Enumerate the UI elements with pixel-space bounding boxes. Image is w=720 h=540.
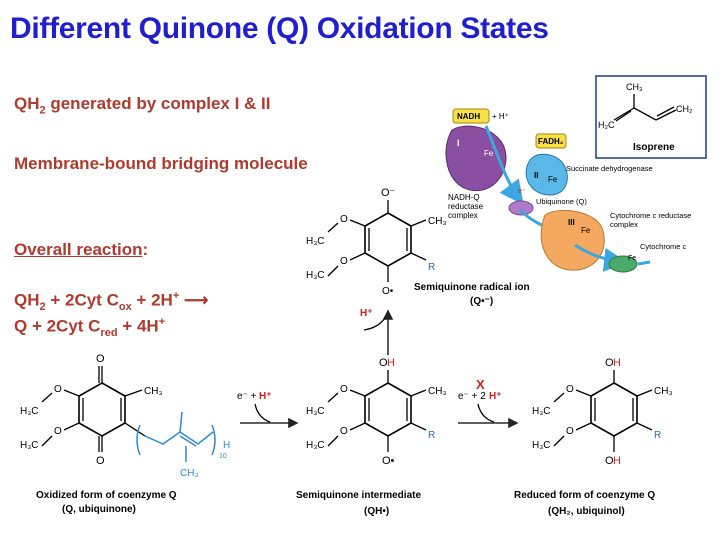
step-arrow-1: e⁻ + H⁺ (237, 391, 299, 429)
up-arrow: H⁺ (360, 308, 394, 355)
oxidized-q-structure: O O O H₃C O H₃C CH₃ CH₃ H 10 Oxidized fo… (20, 353, 230, 515)
svg-text:e⁻ + 2: e⁻ + 2 (458, 391, 486, 402)
svg-text:(QH•): (QH•) (364, 506, 389, 517)
svg-text:(QH₂, ubiquinol): (QH₂, ubiquinol) (548, 506, 625, 517)
svg-text:Fe: Fe (628, 255, 636, 262)
svg-text:complex: complex (448, 211, 478, 220)
overall-reaction-heading: Overall reaction: (14, 240, 149, 259)
cytochrome-c-shape (608, 255, 638, 273)
svg-text:Succinate dehydrogenase: Succinate dehydrogenase (566, 164, 653, 173)
svg-text:H₃C: H₃C (20, 440, 39, 451)
svg-text:O: O (96, 455, 105, 467)
svg-text:CH₃: CH₃ (428, 216, 447, 227)
svg-text:O: O (54, 384, 62, 395)
svg-text:H₃C: H₃C (306, 236, 325, 247)
svg-text:O•: O• (382, 455, 395, 467)
svg-text:H₃C: H₃C (532, 406, 551, 417)
svg-text:NADH: NADH (457, 112, 480, 121)
svg-text:H: H (613, 357, 621, 369)
complex-i-shape (445, 125, 507, 192)
semiquinone-structure: O H O• O H₃C O H₃C CH₃ R Semiquinone int… (296, 357, 447, 517)
svg-text:O: O (96, 353, 105, 365)
svg-text:R: R (428, 430, 435, 441)
svg-text:H⁺: H⁺ (489, 391, 502, 402)
svg-text:Fe: Fe (484, 149, 494, 158)
svg-text:O: O (340, 426, 348, 437)
svg-text:O: O (566, 426, 574, 437)
reaction-line-1: QH2 + 2Cyt Cox + 2H+ ⟶ (14, 290, 209, 314)
svg-text:NADH-Q: NADH-Q (448, 193, 480, 202)
svg-text:H₃C: H₃C (20, 406, 39, 417)
fadh2-badge (535, 133, 567, 149)
page-title: Different Quinone (Q) Oxidation States (10, 12, 549, 45)
svg-text:H₃C: H₃C (306, 406, 325, 417)
svg-text:H₃C: H₃C (532, 440, 551, 451)
svg-text:O: O (566, 384, 574, 395)
svg-text:H₃C: H₃C (306, 270, 325, 281)
svg-text:Fe: Fe (581, 226, 591, 235)
isoprene-box: CH₃ H₂C CH₂ Isoprene (595, 75, 707, 159)
nadh-badge (452, 108, 490, 124)
svg-text:O: O (605, 357, 614, 369)
svg-text:Fe: Fe (548, 175, 558, 184)
svg-text:O: O (379, 357, 388, 369)
electron-transport-diagram: NADH + H⁺ I Fe NADH-Q reductase complex … (445, 108, 691, 273)
reaction-line-2: Q + 2Cyt Cred + 4H+ (14, 316, 166, 340)
svg-text:CH₂: CH₂ (676, 104, 693, 114)
svg-text:O•: O• (382, 286, 394, 297)
svg-text:FADH₂: FADH₂ (538, 137, 564, 146)
svg-text:Cytochrome c reductase: Cytochrome c reductase (610, 211, 691, 220)
isoprene-label: Isoprene (633, 142, 675, 153)
svg-text:Reduced form of coenzyme Q: Reduced form of coenzyme Q (514, 490, 655, 501)
svg-text:Semiquinone radical ion: Semiquinone radical ion (414, 282, 530, 293)
svg-text:H: H (223, 440, 230, 451)
svg-text:X: X (476, 377, 485, 392)
svg-text:H⁺: H⁺ (360, 308, 373, 319)
svg-text:H₃C: H₃C (306, 440, 325, 451)
complex-ii-shape (525, 153, 568, 196)
bullet-membrane-bound: Membrane-bound bridging molecule (14, 154, 308, 173)
svg-text:Oxidized form of coenzyme Q: Oxidized form of coenzyme Q (36, 490, 177, 501)
svg-text:O: O (340, 384, 348, 395)
svg-text:O: O (54, 426, 62, 437)
svg-text:III: III (568, 218, 575, 227)
svg-text:H: H (613, 455, 621, 467)
reduced-qh2-structure: O H O H O H₃C O H₃C CH₃ R Reduced form o… (514, 357, 673, 517)
radical-ion-structure: O⁻ O• O H₃C O H₃C CH₃ R Semiquinone radi… (306, 187, 530, 307)
svg-text:e⁻ +: e⁻ + (237, 391, 257, 402)
svg-text:Ubiquinone (Q): Ubiquinone (Q) (536, 197, 587, 206)
complex-iii-shape (540, 209, 605, 271)
svg-text:(Q, ubiquinone): (Q, ubiquinone) (62, 504, 136, 515)
svg-text:H⁺: H⁺ (259, 391, 272, 402)
svg-text:+ H⁺: + H⁺ (492, 112, 509, 121)
svg-text:II: II (534, 171, 538, 180)
svg-text:e⁻: e⁻ (518, 188, 526, 195)
svg-text:I: I (457, 138, 460, 148)
svg-text:R: R (428, 262, 435, 273)
svg-text:CH₃: CH₃ (654, 386, 673, 397)
svg-text:10: 10 (219, 453, 227, 460)
svg-text:CH₃: CH₃ (180, 468, 199, 479)
svg-text:Cytochrome c: Cytochrome c (640, 242, 687, 251)
svg-text:H₂C: H₂C (598, 120, 615, 130)
svg-text:complex: complex (610, 220, 638, 229)
svg-text:O: O (340, 214, 348, 225)
svg-text:O⁻: O⁻ (381, 187, 396, 199)
svg-text:CH₃: CH₃ (144, 386, 163, 397)
svg-text:H: H (387, 357, 395, 369)
svg-text:CH₃: CH₃ (428, 386, 447, 397)
step-arrow-2: X e⁻ + 2 H⁺ (458, 377, 519, 429)
svg-text:CH₃: CH₃ (626, 82, 643, 92)
svg-text:(Q•⁻): (Q•⁻) (470, 296, 493, 307)
ubiquinone-shape (508, 200, 534, 216)
bullet-qh2-generated: QH2 generated by complex I & II (14, 94, 271, 117)
svg-text:R: R (654, 430, 661, 441)
svg-text:O: O (605, 455, 614, 467)
svg-text:reductase: reductase (448, 202, 484, 211)
svg-text:O: O (340, 256, 348, 267)
svg-text:Semiquinone intermediate: Semiquinone intermediate (296, 490, 421, 501)
